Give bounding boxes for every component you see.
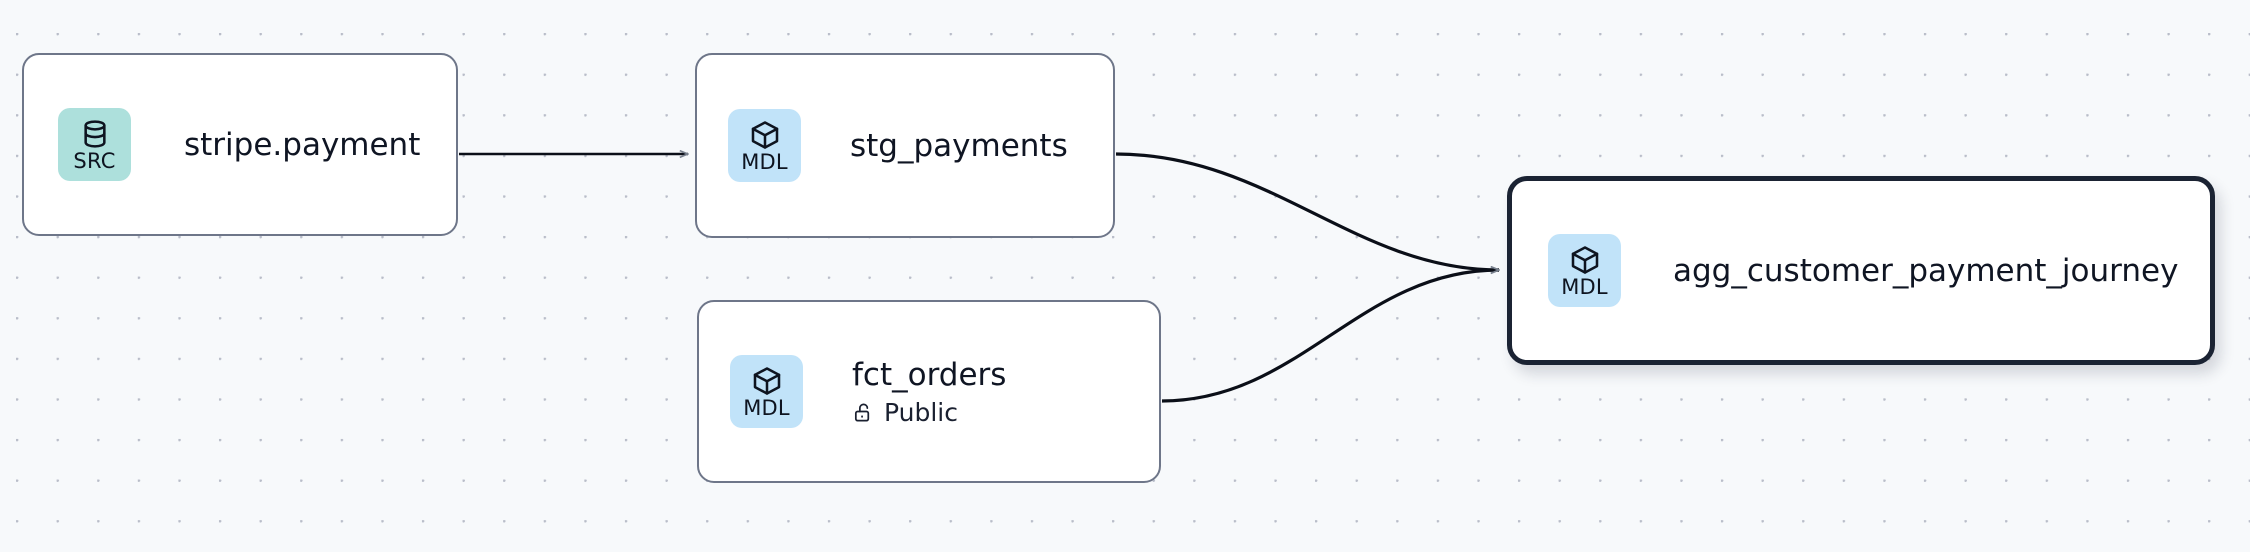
graph-node-stg-payments[interactable]: MDL stg_payments bbox=[695, 53, 1115, 238]
badge-label: MDL bbox=[741, 149, 788, 174]
badge-label: SRC bbox=[73, 148, 116, 173]
cube-icon bbox=[749, 119, 781, 151]
visibility-label: Public bbox=[884, 397, 958, 427]
graph-node-fct-orders[interactable]: MDL fct_orders Public bbox=[697, 300, 1161, 483]
node-body: stg_payments bbox=[850, 127, 1068, 165]
cube-icon bbox=[1569, 244, 1601, 276]
node-title: fct_orders bbox=[852, 356, 1007, 393]
badge-label: MDL bbox=[1561, 274, 1608, 299]
node-title: stripe.payment bbox=[184, 126, 421, 163]
node-body: agg_customer_payment_journey bbox=[1673, 252, 2178, 290]
edge-fct-to-agg bbox=[1161, 270, 1499, 403]
node-visibility: Public bbox=[852, 398, 1006, 428]
node-body: fct_orders Public bbox=[852, 356, 1006, 428]
node-title: agg_customer_payment_journey bbox=[1673, 252, 2179, 289]
badge-label: MDL bbox=[743, 395, 790, 420]
edge-stg-to-agg bbox=[1115, 152, 1499, 270]
cube-icon bbox=[751, 365, 783, 397]
graph-node-stripe-payment[interactable]: SRC stripe.payment bbox=[22, 53, 458, 236]
node-body: stripe.payment bbox=[184, 126, 420, 164]
graph-node-agg-customer-payment-journey[interactable]: MDL agg_customer_payment_journey bbox=[1507, 176, 2215, 365]
unlock-icon bbox=[852, 401, 875, 424]
node-type-badge-mdl: MDL bbox=[728, 109, 801, 182]
node-title: stg_payments bbox=[850, 127, 1068, 164]
node-type-badge-mdl: MDL bbox=[730, 355, 803, 428]
database-icon bbox=[79, 118, 111, 150]
node-type-badge-mdl: MDL bbox=[1548, 234, 1621, 307]
node-type-badge-src: SRC bbox=[58, 108, 131, 181]
